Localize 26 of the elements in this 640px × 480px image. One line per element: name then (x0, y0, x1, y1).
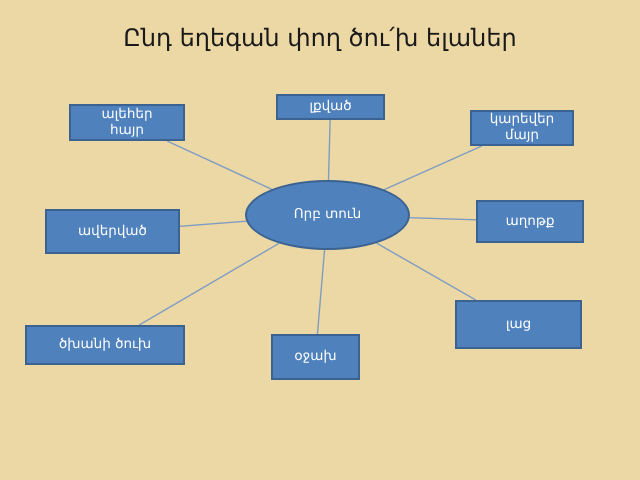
title: Ընդ եղեգան փող ծու՛խ ելաներ (122, 24, 518, 52)
node-label: ավերված (78, 224, 147, 240)
concept-box (69, 104, 185, 141)
connector-line (376, 242, 476, 301)
node-label: լաց (506, 316, 532, 332)
connector-line (316, 250, 326, 334)
concept-box (470, 110, 574, 146)
concept-box (455, 300, 582, 349)
connector-line (138, 242, 280, 326)
node-label: աղոթք (506, 214, 554, 230)
connector-line (328, 120, 331, 180)
connector-line (410, 216, 476, 220)
connector-line (180, 220, 246, 228)
connector-line (166, 140, 272, 190)
node-label: օջախ (294, 349, 337, 365)
concept-box (25, 325, 185, 365)
node-label: կարեվեր մայր (488, 112, 556, 144)
concept-box (476, 200, 584, 243)
node-label: ալեհեր հայր (100, 106, 154, 138)
connector-line (384, 145, 482, 190)
node-label: լքված (309, 99, 352, 115)
concept-box (276, 94, 385, 120)
concept-box (45, 209, 180, 254)
node-label: Որբ տուն (294, 207, 362, 223)
concept-box (271, 334, 360, 380)
node-label: ծխանի ծուխ (58, 337, 152, 353)
